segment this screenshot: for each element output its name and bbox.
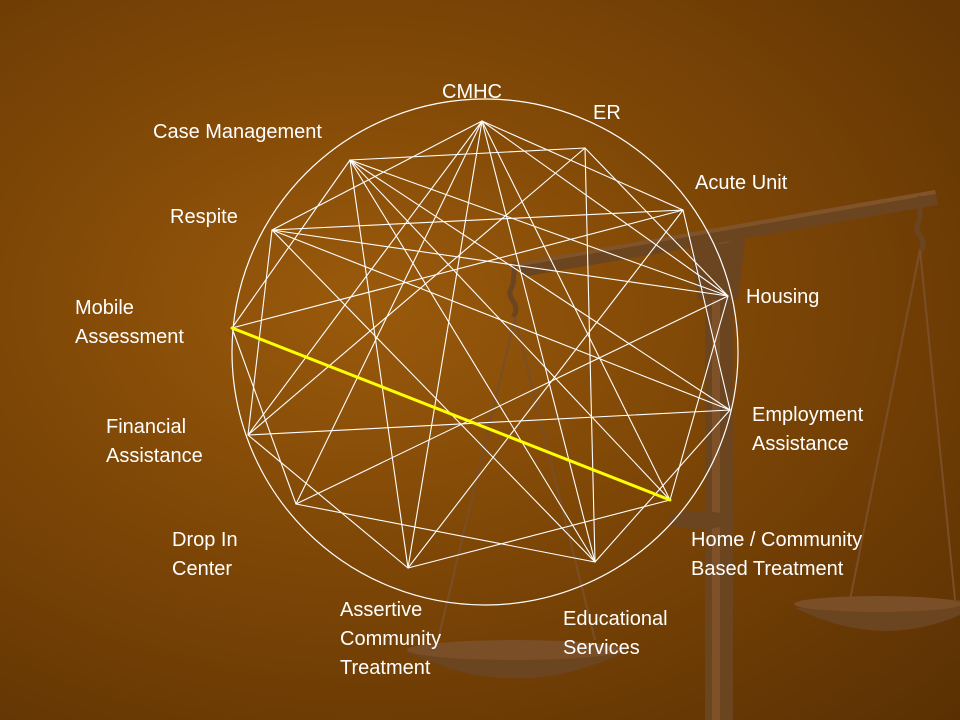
connection-line xyxy=(295,503,596,563)
connection-line xyxy=(349,159,409,569)
connection-line xyxy=(481,120,596,563)
balance-scale-icon xyxy=(407,190,960,720)
connection-line xyxy=(271,120,483,231)
connection-line xyxy=(271,229,731,411)
connection-line xyxy=(231,159,351,329)
connection-line xyxy=(247,147,586,436)
connection-line xyxy=(481,120,671,501)
connection-line xyxy=(349,159,596,563)
connection-line xyxy=(682,209,731,411)
connection-line xyxy=(247,434,409,569)
connection-line xyxy=(407,209,684,569)
node-label-acute-unit: Acute Unit xyxy=(695,172,788,194)
node-label-housing: Housing xyxy=(746,286,820,308)
connection-line xyxy=(349,147,586,161)
connection-line xyxy=(271,229,729,297)
connection-line xyxy=(349,159,731,411)
node-label-er: ER xyxy=(593,102,621,124)
connection-line xyxy=(481,120,729,297)
connection-line xyxy=(349,159,729,297)
connection-line xyxy=(584,147,729,297)
connection-line xyxy=(231,327,297,505)
connection-lines xyxy=(231,120,731,569)
highlighted-connection-line xyxy=(230,326,672,502)
network-circle xyxy=(231,98,739,606)
connection-line xyxy=(407,499,671,569)
connection-line xyxy=(271,229,596,563)
node-label-case-management: Case Management xyxy=(153,121,322,143)
connection-line xyxy=(481,120,684,211)
connection-line xyxy=(247,409,731,436)
highlighted-connection xyxy=(230,326,672,502)
node-label-respite: Respite xyxy=(170,206,238,228)
connection-line xyxy=(407,120,483,569)
connection-line xyxy=(247,229,273,436)
connection-line xyxy=(295,120,483,505)
connection-line xyxy=(349,159,671,501)
connection-line xyxy=(247,120,483,436)
node-label-cmhc: CMHC xyxy=(442,81,502,103)
connection-line xyxy=(295,295,729,505)
connection-line xyxy=(594,409,731,563)
connection-line xyxy=(271,209,684,231)
